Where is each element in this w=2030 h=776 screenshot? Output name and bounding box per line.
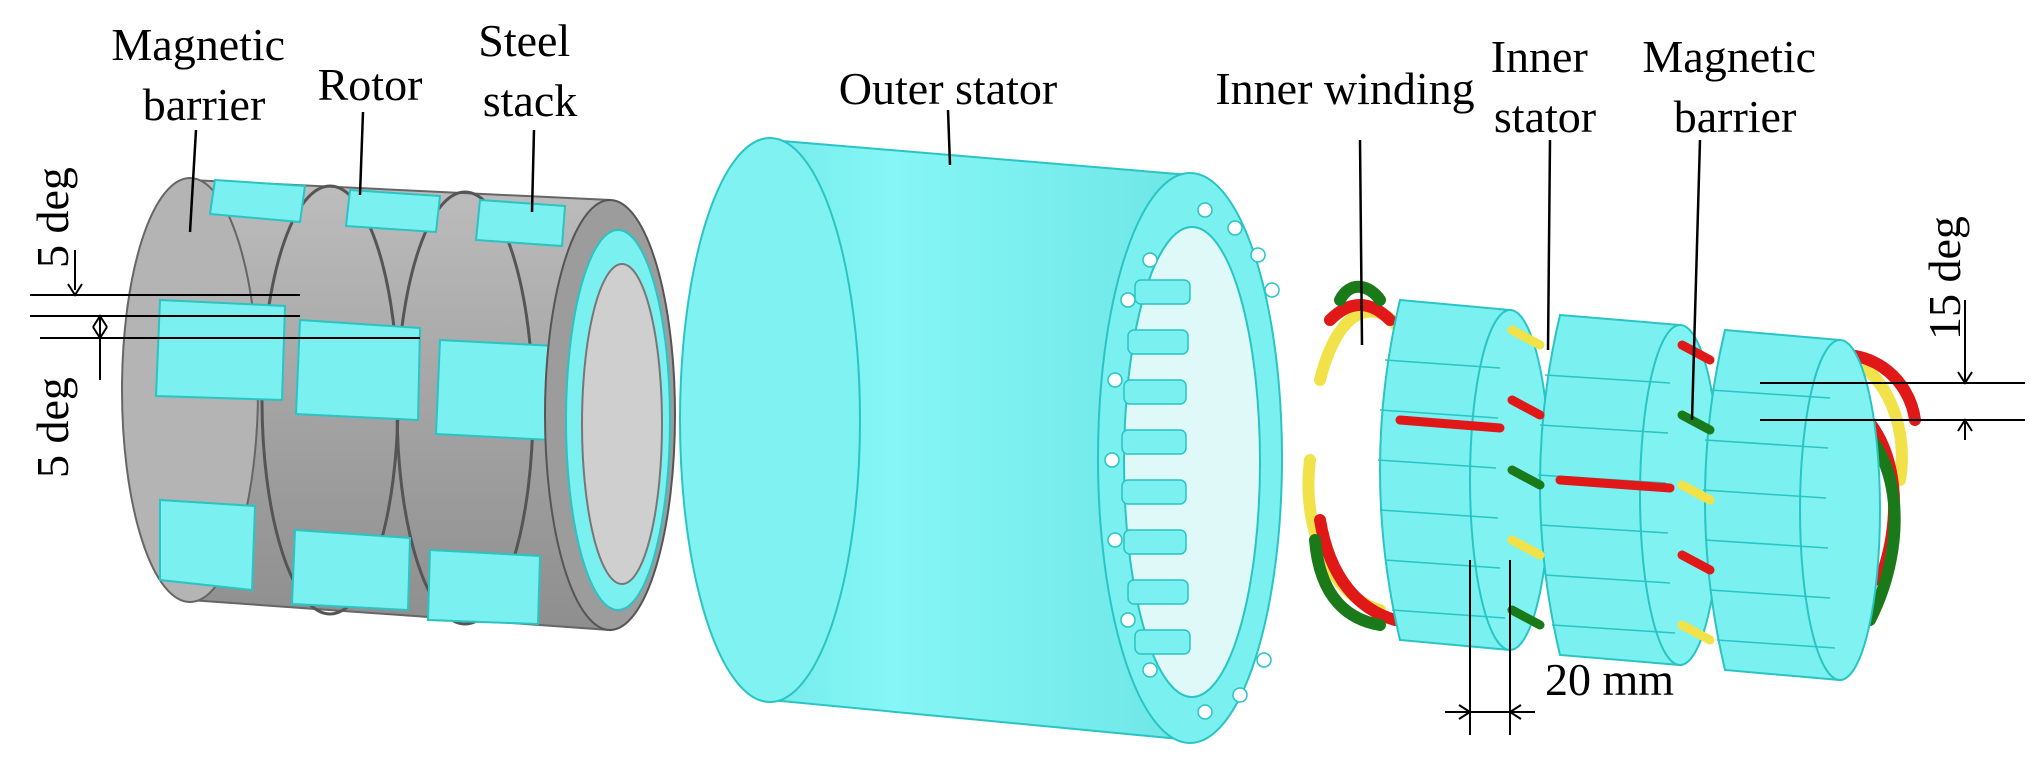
skew-right-label: 15 deg: [1919, 216, 1970, 340]
leader-lines: [188, 109, 1702, 421]
inner-stator-stacks: [1379, 298, 1881, 682]
outer-stator-label: Outer stator: [839, 63, 1057, 114]
skew-lower-label: 5 deg: [27, 377, 78, 478]
gap-label: 20 mm: [1545, 654, 1674, 705]
outer-stator-holes: [1104, 202, 1280, 720]
outer-stator-left-end: [679, 137, 861, 703]
skew-upper-label: 5 deg: [27, 167, 78, 268]
outer-stator-slots: [1121, 279, 1191, 655]
inner-stator-assembly: [1302, 280, 1921, 682]
inner-winding-strips: [1395, 325, 1715, 645]
outer-stator: [679, 137, 1283, 744]
skew-dimension-left: [30, 250, 420, 380]
rotor-bore-inner: [581, 263, 663, 585]
rotor-steel-blocks: [154, 178, 611, 626]
inner-stator-label: Inner stator: [1491, 31, 1600, 142]
inner-winding-label: Inner winding: [1215, 63, 1474, 114]
callout-labels: Magnetic barrier Rotor Steel stack Outer…: [27, 15, 1970, 705]
steel-stack-label: Steel stack: [478, 15, 581, 126]
rotor-assembly: [121, 177, 676, 632]
rotor-magnetic-barrier-label: Magnetic barrier: [111, 19, 296, 130]
gap-dimension: [1445, 560, 1535, 735]
rotor-label: Rotor: [318, 59, 423, 110]
inner-magnetic-barrier-label: Magnetic barrier: [1642, 31, 1827, 142]
skew-dimension-right: [1760, 300, 2025, 440]
